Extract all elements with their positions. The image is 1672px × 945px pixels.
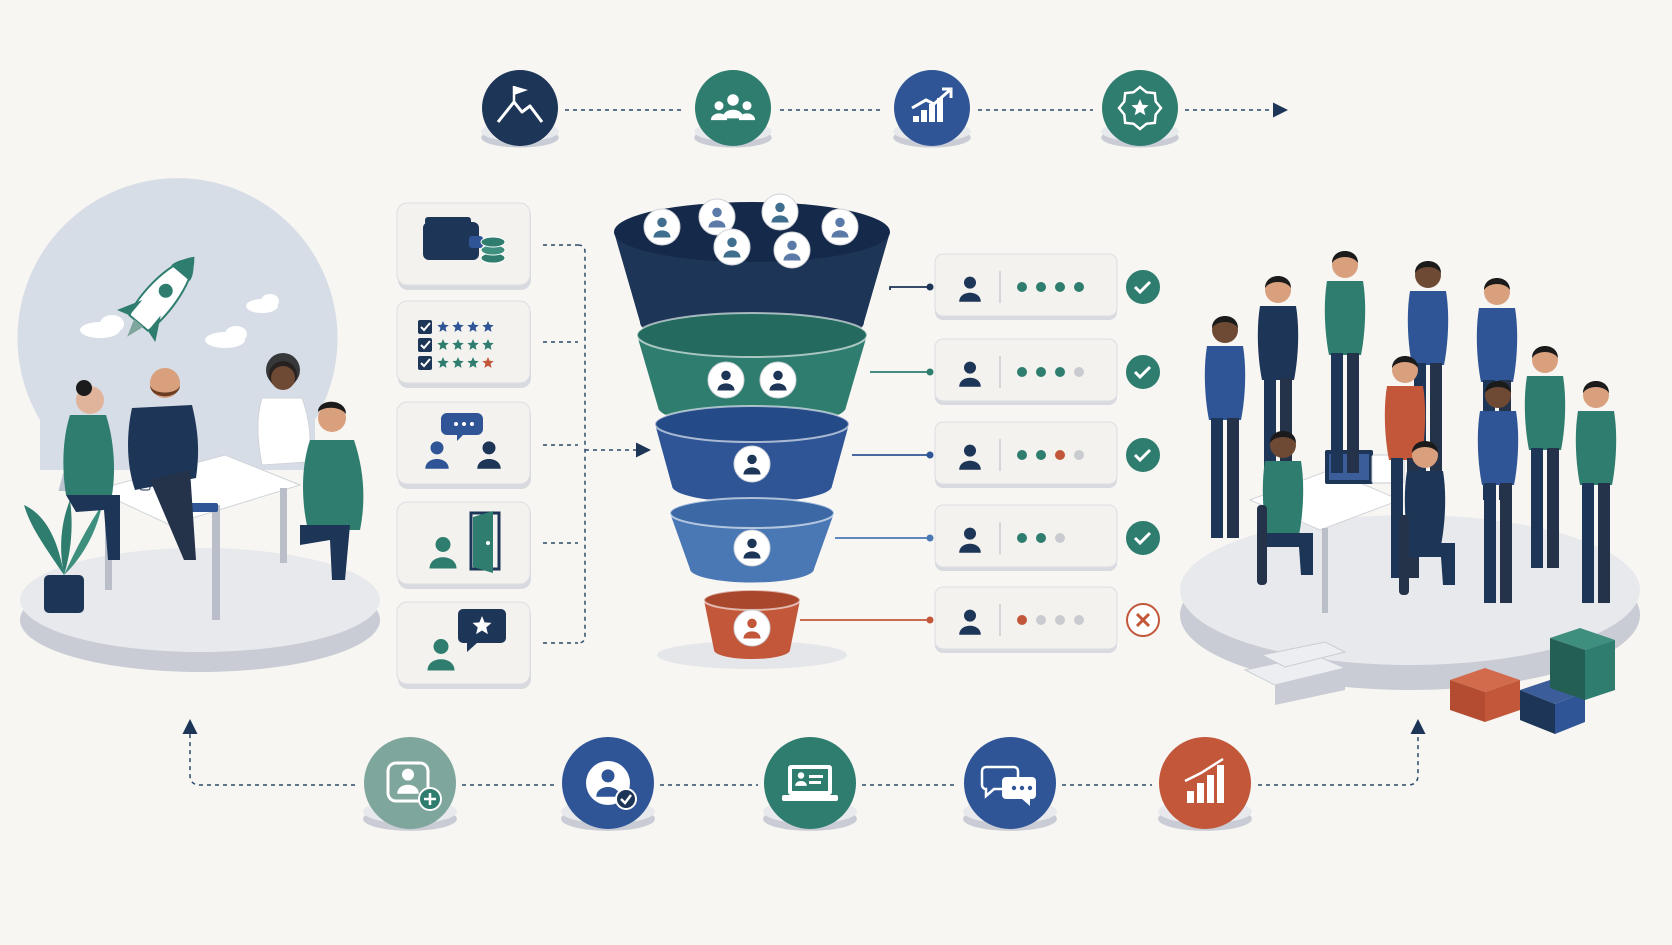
bottom-stage-3 bbox=[763, 737, 857, 831]
candidate-avatar-icon bbox=[761, 193, 799, 231]
candidate-icon bbox=[959, 527, 981, 553]
left-card-1 bbox=[396, 202, 531, 290]
funnel-tier-2 bbox=[636, 312, 868, 427]
candidate-result-row-1 bbox=[934, 253, 1160, 320]
candidate-icon bbox=[959, 276, 981, 302]
team-member-figure bbox=[1257, 431, 1313, 585]
feedback-star-icon bbox=[427, 609, 506, 671]
left-card-4 bbox=[396, 501, 531, 589]
check-icon bbox=[1126, 521, 1160, 555]
cross-icon bbox=[1126, 603, 1160, 637]
plant-icon bbox=[24, 500, 102, 613]
candidate-icon bbox=[959, 444, 981, 470]
team-member-figure bbox=[1324, 251, 1366, 473]
team-member-1 bbox=[63, 380, 120, 560]
team-member-figure bbox=[1204, 316, 1246, 538]
candidate-icon bbox=[959, 361, 981, 387]
candidate-avatar-icon bbox=[698, 198, 736, 236]
bottom-flow-connectors bbox=[182, 719, 1426, 786]
top-stage-3 bbox=[893, 70, 971, 148]
candidate-avatar-icon bbox=[821, 208, 859, 246]
progress-dots bbox=[1017, 282, 1084, 292]
candidate-icon bbox=[959, 609, 981, 635]
candidate-result-row-3 bbox=[934, 421, 1160, 488]
top-stage-2 bbox=[694, 70, 772, 148]
team-platform-top bbox=[1180, 515, 1640, 665]
bottom-return-left bbox=[182, 719, 355, 786]
candidate-avatar-icon bbox=[733, 445, 771, 483]
verified-user-icon bbox=[586, 761, 637, 810]
mountain-flag-icon bbox=[496, 86, 544, 123]
candidate-avatar-icon bbox=[713, 228, 751, 266]
rocket-icon bbox=[116, 256, 195, 343]
hiring-funnel bbox=[614, 193, 890, 669]
top-stage-row bbox=[481, 70, 1179, 148]
candidate-avatar-icon bbox=[733, 529, 771, 567]
left-card-2 bbox=[396, 300, 531, 388]
candidate-avatar-icon bbox=[643, 208, 681, 246]
check-icon bbox=[1126, 438, 1160, 472]
team-member-figure bbox=[1575, 381, 1617, 603]
check-icon bbox=[1126, 270, 1160, 304]
team-meeting-scene bbox=[17, 178, 380, 672]
chat-bubbles-icon bbox=[980, 765, 1036, 806]
bottom-stage-4 bbox=[963, 737, 1057, 831]
bottom-stage-row bbox=[363, 737, 1252, 831]
team-member-3 bbox=[257, 353, 311, 466]
candidate-result-row-4 bbox=[934, 504, 1160, 571]
left-card-5 bbox=[396, 601, 531, 689]
candidate-result-row-5 bbox=[934, 586, 1160, 653]
bottom-return-right bbox=[1258, 719, 1426, 786]
cloud-icon bbox=[80, 294, 279, 348]
candidate-avatar-icon bbox=[759, 361, 797, 399]
top-stage-4 bbox=[1101, 70, 1179, 148]
team-member-figure bbox=[1477, 381, 1519, 603]
wallet-coins-icon bbox=[423, 217, 506, 264]
candidate-avatar-icon bbox=[733, 609, 771, 647]
team-group-icon bbox=[710, 94, 756, 121]
platform-stairs bbox=[1243, 641, 1347, 705]
exit-door-icon bbox=[429, 511, 501, 573]
funnel-tier-4 bbox=[669, 497, 835, 583]
result-connector-1 bbox=[889, 286, 930, 290]
bottom-stage-1 bbox=[363, 737, 457, 831]
candidate-result-list bbox=[934, 253, 1160, 653]
progress-dots bbox=[1017, 367, 1084, 377]
building-blocks bbox=[1450, 628, 1615, 734]
progress-dots bbox=[1017, 533, 1065, 543]
discussion-icon bbox=[425, 413, 501, 469]
bottom-stage-2 bbox=[561, 737, 655, 831]
online-profile-icon bbox=[782, 765, 838, 801]
team-member-4 bbox=[300, 401, 364, 580]
progress-dots bbox=[1017, 450, 1084, 460]
star-badge-icon bbox=[1117, 85, 1163, 131]
add-user-icon bbox=[386, 761, 442, 811]
rating-checklist-icon bbox=[418, 320, 494, 370]
growth-chart-icon bbox=[911, 87, 953, 122]
bar-chart-icon bbox=[1184, 757, 1224, 803]
team-member-figure bbox=[1524, 346, 1566, 568]
top-stage-1 bbox=[481, 70, 559, 148]
check-icon bbox=[1126, 355, 1160, 389]
funnel-tier-3 bbox=[654, 405, 850, 503]
left-card-column bbox=[396, 202, 531, 689]
candidate-avatar-icon bbox=[707, 361, 745, 399]
hired-team-scene bbox=[1180, 251, 1640, 734]
funnel-tier-5 bbox=[703, 589, 801, 659]
bottom-stage-5 bbox=[1158, 737, 1252, 831]
progress-dots bbox=[1017, 615, 1084, 625]
candidate-avatar-icon bbox=[773, 231, 811, 269]
left-bracket-connectors bbox=[543, 244, 651, 644]
left-card-3 bbox=[396, 401, 531, 489]
candidate-result-row-2 bbox=[934, 338, 1160, 405]
team-member-figure bbox=[1399, 441, 1455, 595]
team-member-2 bbox=[128, 368, 199, 560]
funnel-result-connectors bbox=[800, 283, 934, 624]
